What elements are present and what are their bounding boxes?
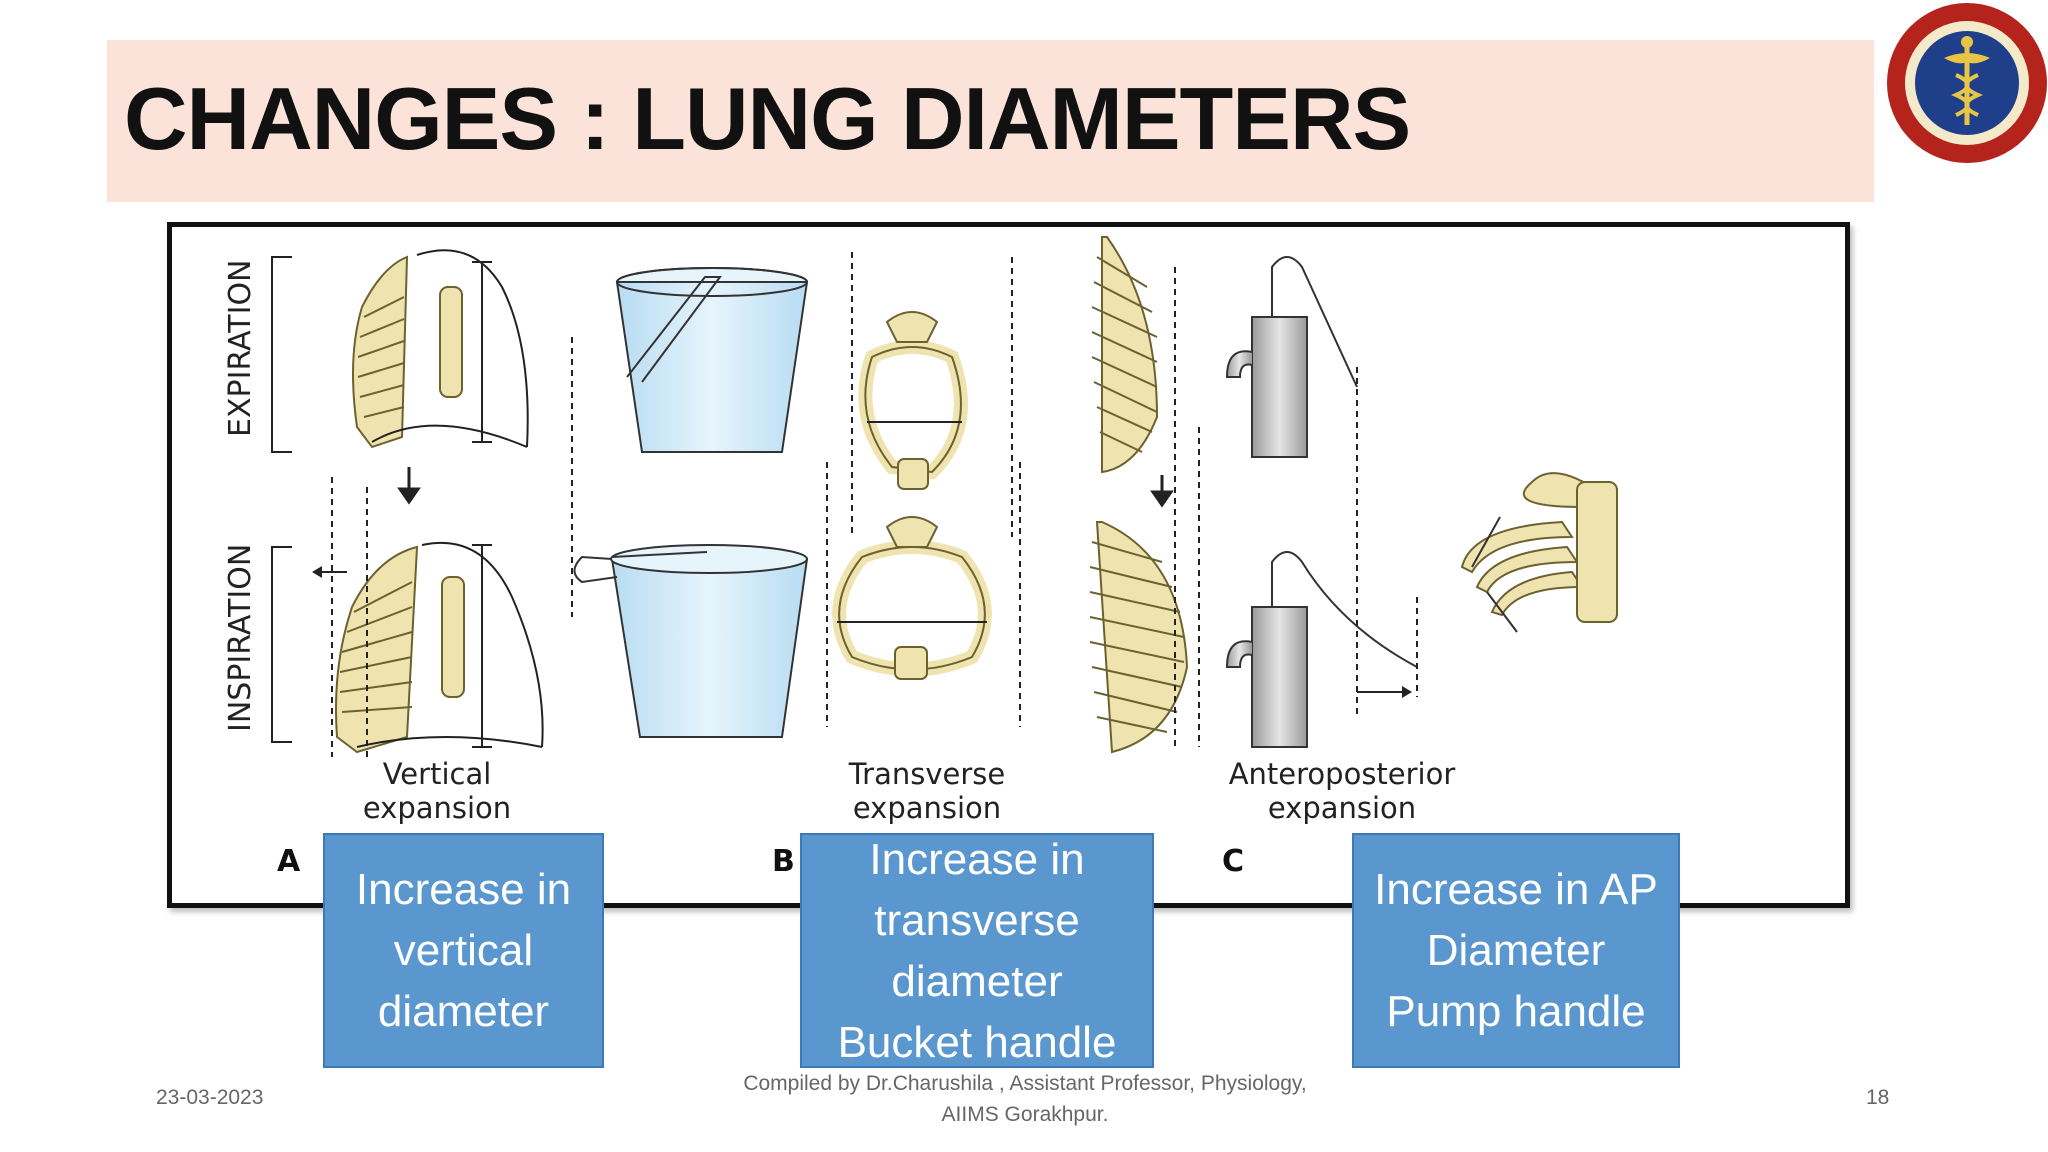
expiration-bracket <box>271 256 292 743</box>
panel-c-ribcage-inspiration <box>1089 521 1189 754</box>
caption-transverse: Transverse expansion <box>848 757 1006 825</box>
footer-date: 23-03-2023 <box>156 1086 264 1109</box>
panel-a-ribcage-inspiration <box>312 541 544 754</box>
expiration-label: EXPIRATION <box>223 259 258 438</box>
panel-c-ribcage-expiration <box>1091 236 1159 474</box>
inspiration-label: INSPIRATION <box>223 543 258 732</box>
panel-letter-a: A <box>277 844 301 879</box>
page-number: 18 <box>1866 1086 1890 1109</box>
panel-letter-b: B <box>772 844 795 879</box>
callout-ap: Increase in AP Diameter Pump handle <box>1352 833 1680 1068</box>
title-band <box>107 40 1874 202</box>
slide-title: CHANGES : LUNG DIAMETERS <box>124 69 1411 168</box>
panel-c-arrow-down <box>1150 475 1174 508</box>
panel-b-bucket-inspiration <box>573 544 809 738</box>
panel-b-bucket-expiration <box>615 267 809 453</box>
panel-a-guides <box>331 337 573 757</box>
caption-vertical: Vertical expansion <box>362 757 512 825</box>
panel-c-pump-inspiration <box>1225 551 1418 748</box>
institute-logo <box>1887 3 2047 163</box>
panel-a-ribcage-expiration <box>352 249 529 449</box>
panel-b-guides <box>826 252 1021 727</box>
callout-transverse: Increase in transverse diameter Bucket h… <box>800 833 1154 1068</box>
panel-c-rib-detail <box>1460 472 1618 633</box>
thorax-diagram <box>271 236 1618 757</box>
callout-vertical: Increase in vertical diameter <box>323 833 604 1068</box>
panel-a-arrow-down <box>397 467 421 505</box>
caduceus-seal-icon <box>1944 36 1990 125</box>
panel-b-rib-expiration <box>858 311 968 490</box>
panel-letter-c: C <box>1222 844 1245 879</box>
footer-credit: Compiled by Dr.Charushila , Assistant Pr… <box>743 1072 1307 1126</box>
caption-anteroposterior: Anteroposterior expansion <box>1228 757 1456 825</box>
panel-c-pump-expiration <box>1225 256 1358 458</box>
panel-c-guides <box>1174 267 1418 747</box>
figure-frame: EXPIRATION INSPIRATION Vertical expansio… <box>167 222 1850 908</box>
panel-b-rib-inspiration <box>832 516 992 680</box>
